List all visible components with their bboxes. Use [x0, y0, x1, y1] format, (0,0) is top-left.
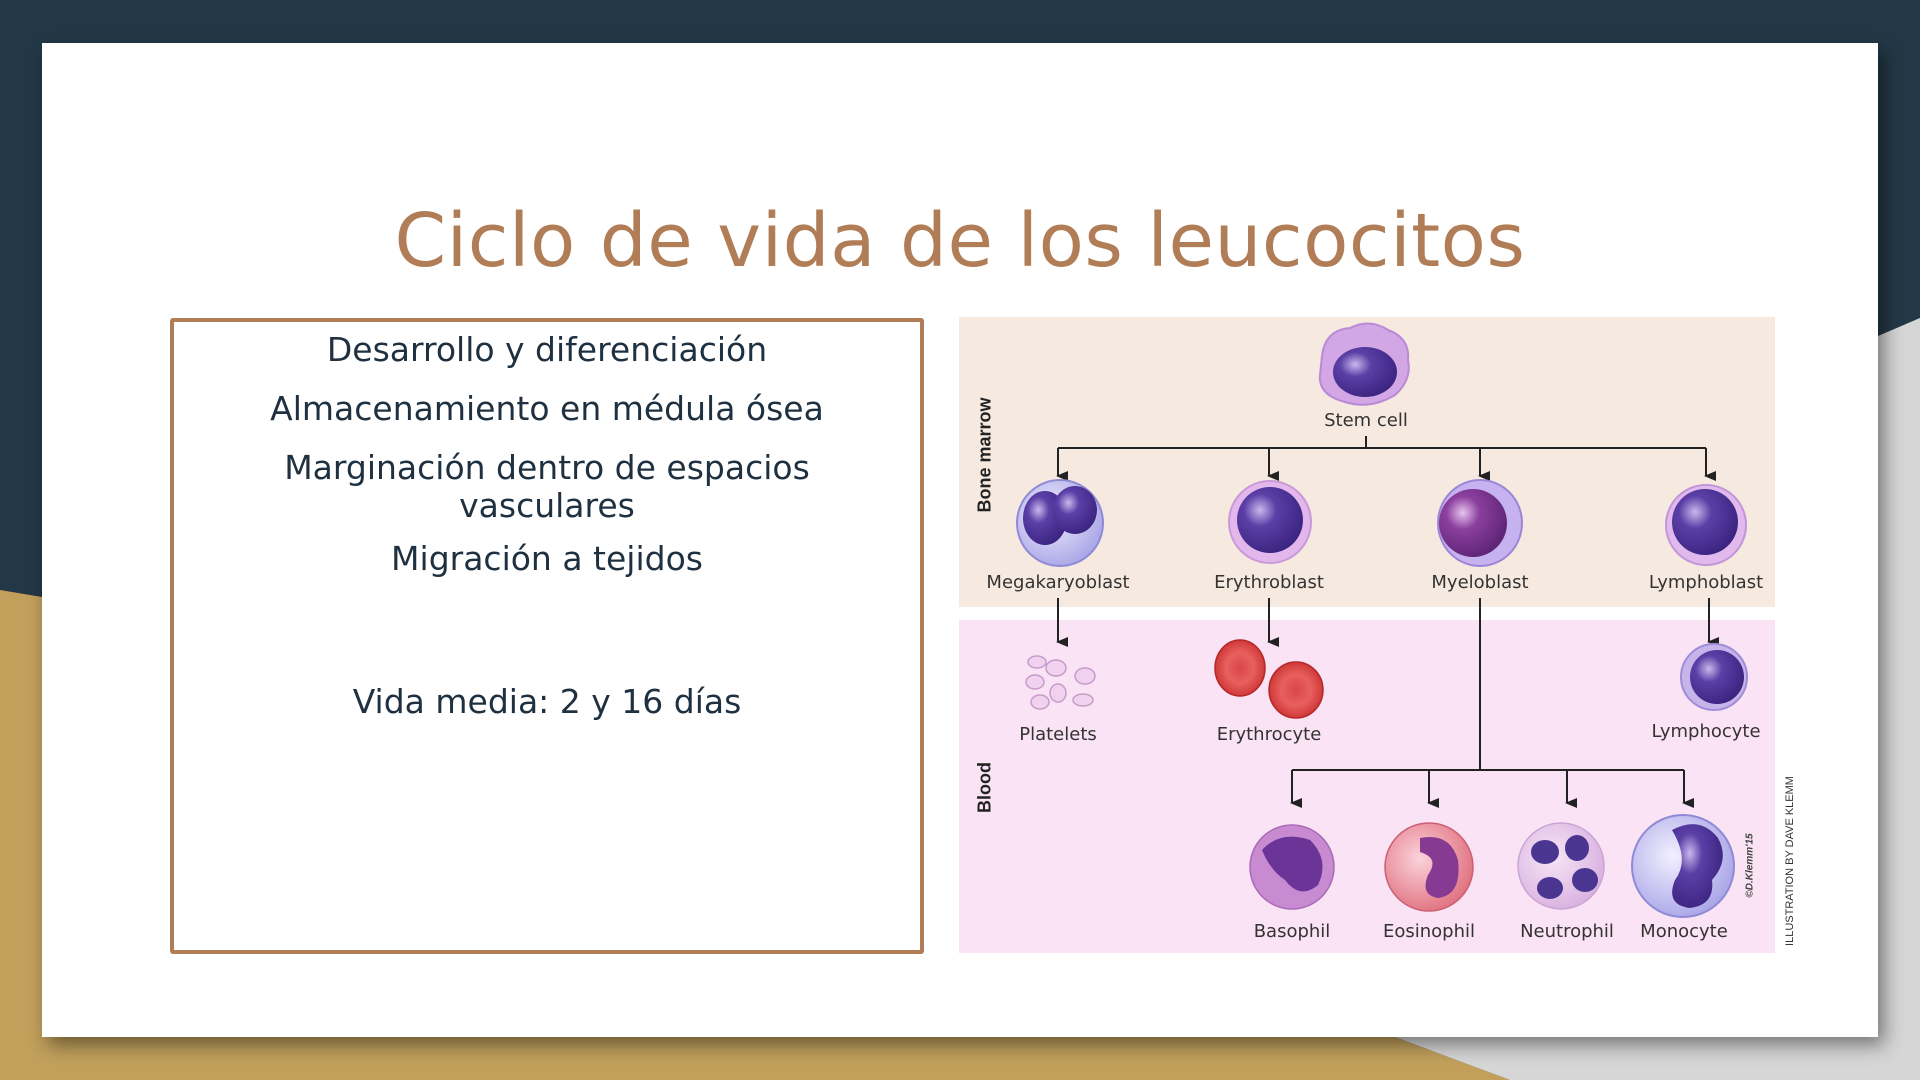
blood-panel: [959, 620, 1775, 953]
bullet-margination: Marginación dentro de espacios: [284, 448, 810, 487]
label-eosinophil: Eosinophil: [1382, 921, 1476, 942]
artist-signature: ©D.Klemm'15: [1744, 833, 1756, 898]
label-erythrocyte: Erythrocyte: [1216, 724, 1322, 745]
bullet-migration: Migración a tejidos: [391, 539, 703, 578]
bullet-storage: Almacenamiento en médula ósea: [270, 389, 824, 428]
slide-title: Ciclo de vida de los leucocitos: [394, 198, 1526, 284]
bone-marrow-label: Bone marrow: [974, 397, 995, 513]
bullet-development: Desarrollo y diferenciación: [326, 330, 768, 369]
label-erythroblast: Erythroblast: [1214, 572, 1324, 593]
label-neutrophil: Neutrophil: [1520, 921, 1614, 942]
label-platelets: Platelets: [1019, 724, 1097, 745]
half-life-text: Vida media: 2 y 16 días: [352, 682, 742, 721]
label-lymphoblast: Lymphoblast: [1648, 572, 1764, 593]
text-box: Desarrollo y diferenciación Almacenamien…: [170, 318, 924, 954]
label-stem-cell: Stem cell: [1324, 410, 1408, 431]
label-myeloblast: Myeloblast: [1431, 572, 1529, 593]
label-lymphocyte: Lymphocyte: [1651, 721, 1761, 742]
label-megakaryoblast: Megakaryoblast: [986, 572, 1130, 593]
bullet-margination-cont: vasculares: [459, 486, 635, 525]
blood-label: Blood: [974, 762, 995, 813]
label-basophil: Basophil: [1253, 921, 1331, 942]
illustration-credit: ILLUSTRATION BY DAVE KLEMM: [1784, 776, 1796, 946]
label-monocyte: Monocyte: [1640, 921, 1728, 942]
bone-marrow-panel: [959, 317, 1775, 607]
